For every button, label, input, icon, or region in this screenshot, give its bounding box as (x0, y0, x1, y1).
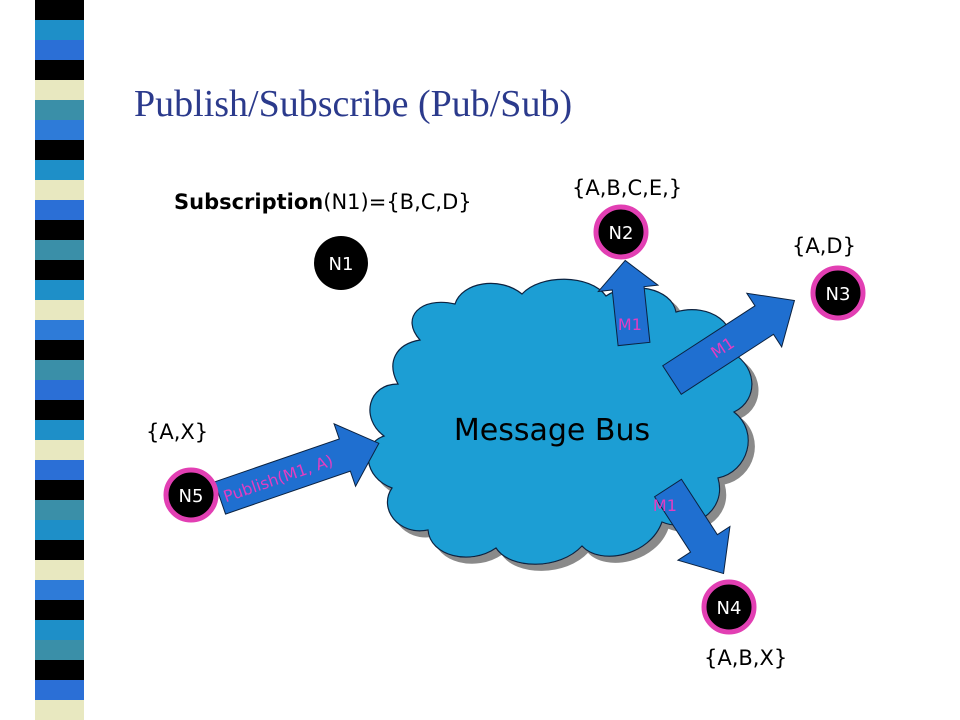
node-n3-label: N3 (826, 284, 851, 305)
arrow-to-n2: M1 (597, 259, 660, 347)
node-n4-label: N4 (717, 598, 742, 619)
arrow-to-n3: M1 (662, 292, 796, 395)
publish-arrow: Publish(M1, A) (213, 422, 380, 515)
node-n4-set: {A,B,X} (704, 646, 788, 670)
arrow-to-n4: M1 (653, 478, 731, 575)
node-n2: N2 (593, 204, 649, 260)
node-n3-set: {A,D} (792, 234, 856, 258)
node-n3: N3 (810, 265, 866, 321)
page-title: Publish/Subscribe (Pub/Sub) (134, 83, 573, 125)
message-bus-label: Message Bus (454, 413, 650, 448)
node-n2-set: {A,B,C,E,} (572, 176, 683, 200)
message-bus-cloud: Message Bus (367, 278, 753, 565)
subscription-text: Subscription(N1)={B,C,D} (174, 190, 472, 214)
arrow-to-n2-label: M1 (618, 315, 642, 334)
node-n5-set: {A,X} (146, 420, 209, 444)
arrow-to-n4-label: M1 (653, 496, 677, 515)
node-n1: N1 (314, 236, 368, 290)
node-n4: N4 (701, 579, 757, 635)
node-n5-label: N5 (179, 486, 204, 507)
node-n5: N5 (163, 467, 219, 523)
subscription-value: (N1)={B,C,D} (323, 190, 472, 214)
node-n2-label: N2 (609, 223, 634, 244)
node-n1-label: N1 (329, 254, 354, 275)
left-stripe-decoration (0, 0, 112, 720)
subscription-keyword: Subscription (174, 190, 324, 214)
